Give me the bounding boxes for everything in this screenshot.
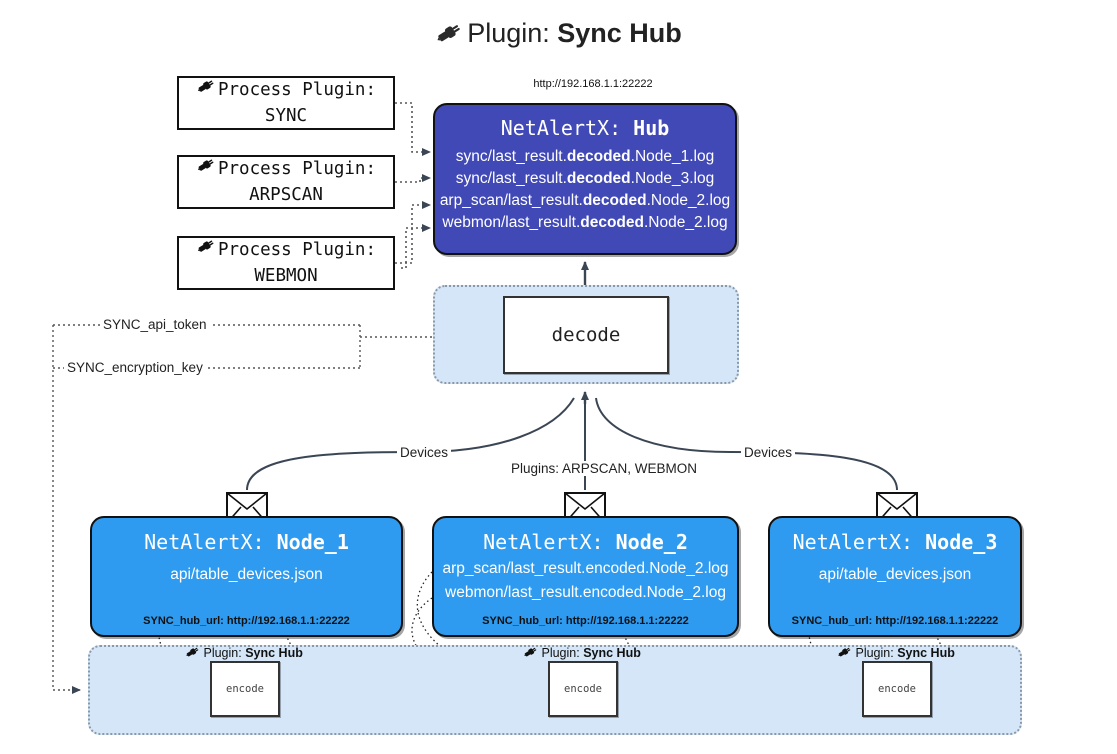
hub-log-row: webmon/last_result.decoded.Node_2.log bbox=[442, 214, 728, 231]
node-line-list: arp_scan/last_result.encoded.Node_2.log … bbox=[434, 560, 737, 602]
process-plugin-box-arpscan[interactable]: Process Plugin: ARPSCAN bbox=[177, 155, 395, 209]
process-plugin-heading: Process Plugin: bbox=[217, 79, 377, 100]
encode-box-2[interactable]: encode bbox=[548, 661, 618, 717]
plug-icon bbox=[196, 77, 216, 103]
node-title: NetAlertX: Node_2 bbox=[483, 530, 688, 554]
node-line-list: api/table_devices.json bbox=[92, 566, 401, 584]
process-plugin-box-sync[interactable]: Process Plugin: SYNC bbox=[177, 76, 395, 130]
node-line: arp_scan/last_result.encoded.Node_2.log bbox=[442, 560, 729, 577]
node-hub-url: SYNC_hub_url: http://192.168.1.1:22222 bbox=[143, 615, 350, 627]
process-plugin-heading: Process Plugin: bbox=[217, 239, 377, 260]
plug-icon bbox=[185, 646, 203, 660]
node-title: NetAlertX: Node_1 bbox=[144, 530, 349, 554]
plug-icon bbox=[196, 156, 216, 182]
plug-icon bbox=[837, 646, 855, 660]
node-box-3[interactable]: NetAlertX: Node_3 api/table_devices.json… bbox=[768, 516, 1022, 637]
node-line: api/table_devices.json bbox=[818, 566, 972, 583]
encode-box-3[interactable]: encode bbox=[862, 661, 932, 717]
title-name: Sync Hub bbox=[557, 18, 682, 48]
encode-box-1[interactable]: encode bbox=[210, 661, 280, 717]
node-line: webmon/last_result.encoded.Node_2.log bbox=[445, 584, 726, 601]
node-title: NetAlertX: Node_3 bbox=[792, 530, 998, 554]
hub-url-label: http://192.168.1.1:22222 bbox=[533, 78, 653, 90]
plug-icon bbox=[435, 20, 463, 53]
process-plugin-name: WEBMON bbox=[254, 265, 318, 286]
hub-box[interactable]: NetAlertX: Hub sync/last_result.decoded.… bbox=[433, 103, 737, 255]
encode-plugin-label-1: Plugin: Sync Hub bbox=[185, 645, 303, 660]
process-plugin-name: SYNC bbox=[264, 105, 308, 126]
plug-icon bbox=[196, 237, 216, 263]
label-sync-encryption-key: SYNC_encryption_key bbox=[64, 360, 206, 375]
label-devices-right: Devices bbox=[741, 445, 796, 460]
hub-title: NetAlertX: Hub bbox=[435, 116, 735, 140]
hub-title-prefix: NetAlertX: bbox=[500, 116, 622, 140]
hub-log-list: sync/last_result.decoded.Node_1.log sync… bbox=[435, 148, 735, 232]
process-plugin-heading: Process Plugin: bbox=[217, 158, 377, 179]
label-sync-api-token: SYNC_api_token bbox=[100, 317, 210, 332]
title-prefix: Plugin: bbox=[467, 18, 550, 48]
page-title: Plugin: Sync Hub bbox=[0, 18, 1117, 53]
hub-log-row: sync/last_result.decoded.Node_3.log bbox=[455, 170, 715, 187]
decode-box[interactable]: decode bbox=[503, 296, 669, 374]
node-hub-url: SYNC_hub_url: http://192.168.1.1:22222 bbox=[482, 615, 689, 627]
node-line: api/table_devices.json bbox=[170, 566, 323, 583]
hub-log-row: arp_scan/last_result.decoded.Node_2.log bbox=[439, 192, 731, 209]
label-devices-left: Devices bbox=[397, 445, 452, 460]
node-line-list: api/table_devices.json bbox=[770, 566, 1020, 584]
node-box-2[interactable]: NetAlertX: Node_2 arp_scan/last_result.e… bbox=[432, 516, 739, 637]
plug-icon bbox=[523, 646, 541, 660]
node-box-1[interactable]: NetAlertX: Node_1 api/table_devices.json… bbox=[90, 516, 403, 637]
hub-title-name: Hub bbox=[633, 116, 670, 140]
process-plugin-name: ARPSCAN bbox=[249, 184, 323, 205]
process-plugin-box-webmon[interactable]: Process Plugin: WEBMON bbox=[177, 236, 395, 290]
node-hub-url: SYNC_hub_url: http://192.168.1.1:22222 bbox=[791, 615, 999, 627]
label-plugins-center: Plugins: ARPSCAN, WEBMON bbox=[508, 461, 701, 476]
encode-plugin-label-3: Plugin: Sync Hub bbox=[837, 645, 955, 660]
encode-plugin-label-2: Plugin: Sync Hub bbox=[523, 645, 641, 660]
hub-log-row: sync/last_result.decoded.Node_1.log bbox=[455, 148, 715, 165]
